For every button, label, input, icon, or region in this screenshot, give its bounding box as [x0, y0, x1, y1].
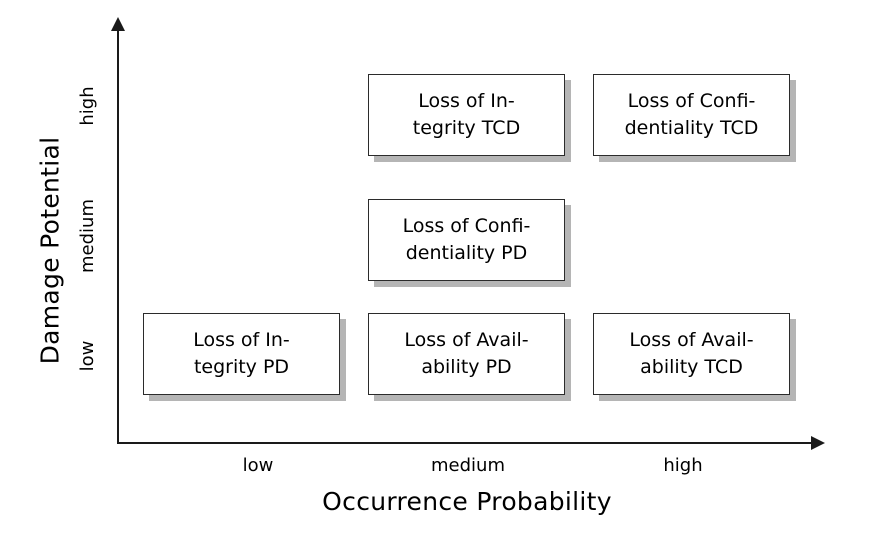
x-axis-arrow-icon — [811, 436, 825, 450]
x-axis-tick-medium: medium — [431, 455, 505, 476]
risk-box-loss-of-integrity-tcd: Loss of In- tegrity TCD — [368, 74, 565, 156]
risk-box-line-1: Loss of Avail- — [629, 329, 754, 352]
risk-box-line-2: ability TCD — [640, 356, 743, 378]
y-axis-line — [117, 28, 119, 444]
risk-box-loss-of-integrity-pd: Loss of In- tegrity PD — [143, 313, 340, 395]
x-axis-tick-high: high — [663, 455, 703, 476]
x-axis-title: Occurrence Probability — [322, 487, 612, 516]
risk-box-line-2: tegrity TCD — [412, 117, 521, 139]
risk-box-loss-of-availability-tcd: Loss of Avail- ability TCD — [593, 313, 790, 395]
y-axis-tick-low: low — [77, 340, 98, 372]
risk-box-line-1: Loss of In- — [193, 329, 290, 352]
risk-box-line-1: Loss of Avail- — [404, 329, 529, 352]
y-axis-arrow-icon — [111, 17, 125, 31]
risk-box-line-1: Loss of In- — [418, 90, 515, 113]
x-axis-line — [117, 442, 817, 444]
risk-box-line-2: dentiality TCD — [624, 117, 759, 139]
risk-box-loss-of-confidentiality-tcd: Loss of Confi- dentiality TCD — [593, 74, 790, 156]
y-axis-tick-high: high — [77, 86, 98, 126]
y-axis-tick-medium: medium — [77, 199, 98, 273]
risk-box-line-1: Loss of Confi- — [402, 215, 531, 238]
x-axis-tick-low: low — [242, 455, 274, 476]
risk-box-line-2: dentiality PD — [405, 242, 528, 264]
risk-box-loss-of-confidentiality-pd: Loss of Confi- dentiality PD — [368, 199, 565, 281]
y-axis-title: Damage Potential — [35, 136, 65, 365]
risk-box-loss-of-availability-pd: Loss of Avail- ability PD — [368, 313, 565, 395]
risk-box-line-1: Loss of Confi- — [627, 90, 756, 113]
risk-box-line-2: ability PD — [421, 356, 512, 378]
risk-box-line-2: tegrity PD — [193, 356, 290, 378]
